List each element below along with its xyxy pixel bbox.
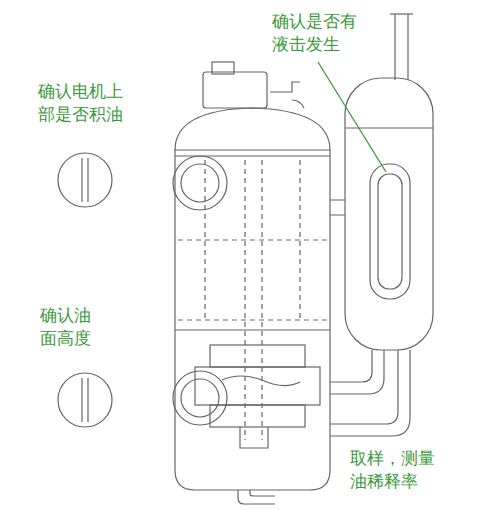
suction-pipe xyxy=(330,350,372,382)
sight-glass-detail xyxy=(58,153,112,207)
callout-note: 取样，测量油稀释率 xyxy=(350,447,444,493)
leader-line xyxy=(318,62,386,172)
callout-note: 确认油面高度 xyxy=(40,304,96,350)
sight-glass-detail xyxy=(58,373,112,427)
callout-note: 确认电机上部是否积油 xyxy=(38,80,130,126)
callout-note: 确认是否有液击发生 xyxy=(272,10,364,56)
pump-section xyxy=(210,345,305,367)
sight-glass xyxy=(173,371,227,425)
sight-glass xyxy=(173,156,227,210)
accumulator xyxy=(345,78,433,350)
u-tube xyxy=(370,164,410,299)
terminal-cover xyxy=(203,72,267,108)
compressor-shell xyxy=(175,108,330,490)
